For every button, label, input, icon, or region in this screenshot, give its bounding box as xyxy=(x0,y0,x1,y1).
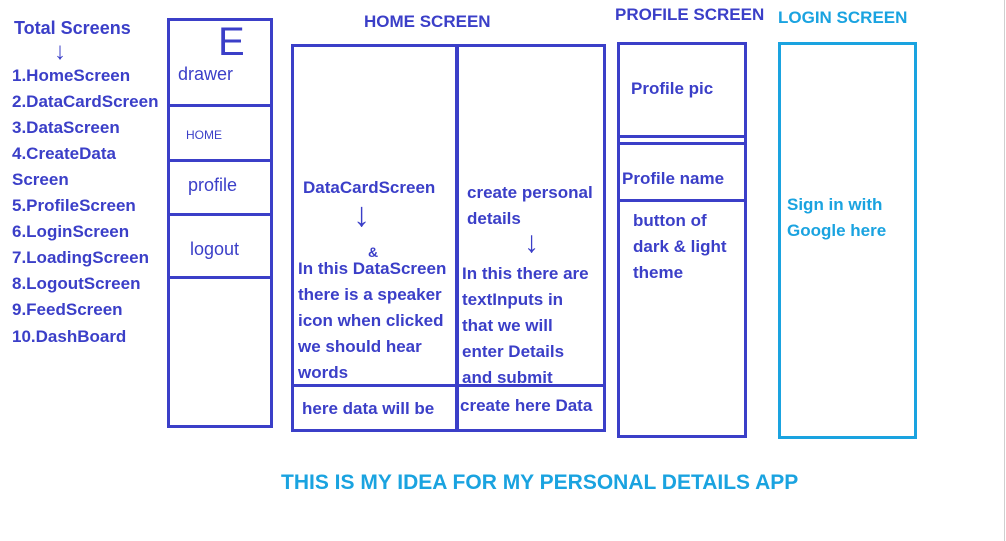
idea-caption: THIS IS MY IDEA FOR MY PERSONAL DETAILS … xyxy=(281,471,799,494)
login-frame xyxy=(778,42,917,439)
profile-pic-label: Profile pic xyxy=(631,79,714,98)
screens-list-title: Total Screens xyxy=(14,18,131,38)
login-screen-title: LOGIN SCREEN xyxy=(778,8,908,27)
divider xyxy=(618,142,746,145)
drawer-item-profile: profile xyxy=(188,175,238,195)
create-data-frame xyxy=(455,44,606,432)
drawer-item-home: HOME xyxy=(186,128,222,142)
drawer-item-logout: logout xyxy=(190,239,240,259)
list-item: 7.LoadingScreen xyxy=(12,248,149,267)
down-arrow-icon: ↓ xyxy=(54,38,66,65)
list-item: 9.FeedScreen xyxy=(12,300,123,319)
edge-line xyxy=(1004,0,1005,541)
profile-name-label: Profile name xyxy=(622,169,725,188)
drawer-label: drawer xyxy=(178,64,234,84)
home-screen-title: HOME SCREEN xyxy=(364,12,491,31)
list-item: 8.LogoutScreen xyxy=(12,274,141,293)
divider xyxy=(168,104,272,107)
list-item: 1.HomeScreen xyxy=(12,66,131,85)
datacard-description: In this DataScreen there is a speaker ic… xyxy=(298,259,447,382)
create-data-footer: create here Data xyxy=(460,396,593,415)
list-item: 4.CreateData xyxy=(12,144,116,163)
list-item: 10.DashBoard xyxy=(12,327,127,346)
google-sign-in-text: Sign in with Google here xyxy=(787,195,887,240)
down-arrow-icon: ↓ xyxy=(524,226,539,259)
divider xyxy=(168,276,272,279)
profile-frame xyxy=(617,42,747,438)
divider xyxy=(168,159,272,162)
divider xyxy=(292,384,604,387)
list-item: 2.DataCardScreen xyxy=(12,92,159,111)
list-item: 3.DataScreen xyxy=(12,118,120,137)
list-item: Screen xyxy=(12,170,69,189)
datacard-heading: DataCardScreen xyxy=(303,178,436,197)
theme-toggle-description: button of dark & light theme xyxy=(633,211,727,282)
drawer-frame xyxy=(167,18,273,428)
divider xyxy=(618,135,746,138)
drawer-menu-icon: E xyxy=(218,20,245,64)
create-data-heading: create personal details xyxy=(467,183,593,228)
datacard-footer: here data will be xyxy=(302,399,435,418)
ampersand: & xyxy=(368,244,379,260)
down-arrow-icon: ↓ xyxy=(353,196,370,234)
divider xyxy=(618,199,746,202)
list-item: 6.LoginScreen xyxy=(12,222,130,241)
profile-screen-title: PROFILE SCREEN xyxy=(615,5,765,24)
divider xyxy=(168,213,272,216)
create-data-description: In this there are textInputs in that we … xyxy=(462,264,589,387)
list-item: 5.ProfileScreen xyxy=(12,196,136,215)
